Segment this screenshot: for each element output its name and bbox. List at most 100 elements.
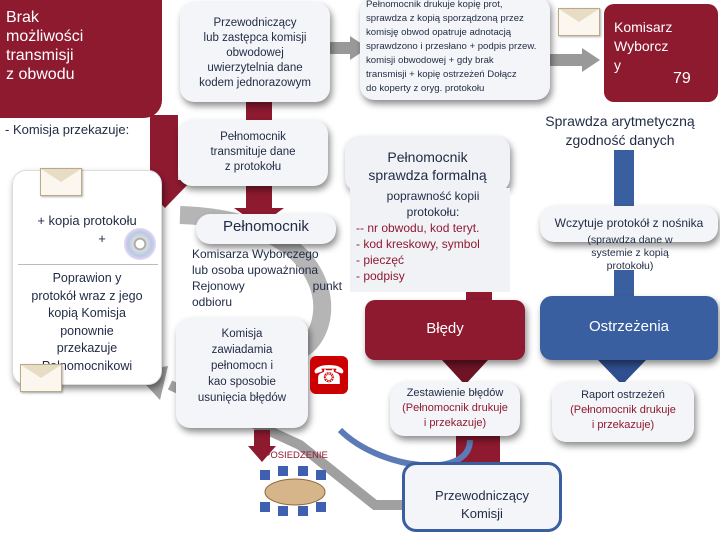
box-line: i przekazuje) — [591, 419, 655, 431]
left-line: + — [98, 231, 106, 246]
left-kopia-text: + kopia protokołu + — [14, 212, 160, 248]
red-corner-line: możliwości — [6, 28, 84, 45]
page-number: 79 — [673, 70, 691, 87]
red-corner-title: Brak możliwości transmisji z obwodu — [6, 8, 83, 84]
komisja-przekazuje-label: - Komisja przekazuje: — [5, 122, 130, 137]
box-line: lub zastępca komisji — [203, 32, 307, 44]
label-line: (sprawdza dane w — [587, 234, 673, 246]
envelope-icon — [20, 364, 62, 392]
box-line: Rejonowy punkt — [192, 278, 342, 294]
box-line: (Pełnomocnik drukuje — [570, 404, 676, 416]
box-ostrzezenia: Ostrzeżenia — [540, 296, 718, 360]
box-line: i przekazuje) — [423, 417, 487, 429]
chair — [298, 506, 308, 516]
box-line: transmisji + kopię ostrzeżeń Dołącz — [366, 69, 517, 80]
box-line: lub osoba upoważniona — [192, 263, 319, 277]
left-line: Poprawion y — [52, 271, 122, 285]
blue-shaft-right2 — [614, 270, 634, 300]
box-left-kopia — [12, 170, 162, 385]
arrowhead-przew-to-pelnomocnik — [350, 36, 368, 60]
box-line: pełnomocn i — [210, 360, 273, 372]
left-line: ponownie — [60, 323, 114, 338]
box-line: Raport ostrzeżeń — [581, 389, 665, 401]
label-line: protokołu) — [606, 260, 654, 272]
sprawdza-arytmetyczna: Sprawdza arytmetyczną zgodność danych — [520, 112, 720, 150]
envelope-icon — [40, 168, 82, 196]
red-corner-line: transmisji — [6, 47, 74, 64]
arrowhead-pelnomocnik-to-komisarz — [582, 48, 600, 72]
box-pelnomocnik-komisarza: Pełnomocnik — [196, 214, 336, 244]
red-corner-line: Brak — [6, 9, 39, 26]
box-line: Komisarza Wyborczego — [192, 247, 319, 261]
box-line: komisję obwod opatruje adnotacją — [366, 27, 512, 38]
box-poprawnosc: poprawność kopii protokołu: -- nr obwodu… — [350, 188, 510, 292]
box-line: Pełnomocnik drukuje kopię prot, — [366, 0, 503, 10]
poprawnosc-line: - kod kreskowy, symbol — [356, 237, 480, 251]
left-line: + kopia protokołu — [37, 213, 137, 228]
komisarz-line: Komisarz — [614, 19, 673, 35]
red-corner-line: z obwodu — [6, 66, 75, 83]
cd-disc-icon — [124, 228, 156, 260]
chair — [298, 466, 308, 476]
poprawnosc-line: protokołu: — [406, 205, 460, 219]
box-raport: Raport ostrzeżeń (Pełnomocnik drukuje i … — [552, 382, 694, 442]
red-arrow-head-posiedzenie — [248, 446, 276, 462]
poprawnosc-line: -- nr obwodu, kod teryt. — [356, 221, 480, 235]
box-line: Komisja — [221, 328, 263, 340]
box-word: punkt — [312, 279, 342, 293]
box-line: usunięcia błędów — [197, 392, 287, 404]
box-line: komisji obwodowej + gdy brak — [366, 55, 494, 66]
chair — [278, 506, 288, 516]
box-line: sprawdza z kopią sporządzoną przez — [366, 13, 524, 24]
box-pelnomocnik-drukuje: Pełnomocnik drukuje kopię prot, sprawdza… — [360, 0, 550, 100]
poprawnosc-line: - pieczęć — [356, 253, 405, 267]
chair — [316, 502, 326, 512]
box-przewodniczacy: Przewodniczący lub zastępca komisji obwo… — [180, 2, 330, 102]
left-line: Pełnomocnikowi — [41, 358, 133, 373]
box-line: Pełnomocnik — [387, 149, 468, 165]
box-line: sprawdzono i przesłano + podpis przew. — [366, 41, 537, 52]
ostrzezenia-label: Ostrzeżenia — [588, 318, 670, 335]
chair — [260, 502, 270, 512]
red-corner-panel: Brak możliwości transmisji z obwodu — [0, 0, 162, 118]
box-line: transmituje dane — [210, 146, 296, 158]
box-line: sprawdza formalną — [368, 167, 487, 183]
pelnomocnik-komisarza-lines: Komisarza Wyborczego lub osoba upoważnio… — [192, 246, 342, 310]
box-pelnomocnik-formalna: Pełnomocnik sprawdza formalną — [345, 136, 510, 192]
label-line: Sprawdza arytmetyczną — [545, 113, 695, 129]
left-line: protokół wraz z jego — [31, 288, 143, 303]
arrow-head-zestawienie — [442, 360, 488, 385]
komisarz-line: y — [614, 57, 621, 73]
komisarz-line: Wyborcz — [614, 38, 669, 54]
arrow-head-raport — [598, 360, 646, 385]
box-przewodniczacy-komisji: Przewodniczący Komisji — [402, 462, 562, 532]
box-line: uwierzytelnia dane — [207, 62, 303, 74]
chair — [316, 470, 326, 480]
left-poprawiony: Poprawion y protokół wraz z jego kopią K… — [14, 270, 160, 375]
box-line: odbioru — [192, 295, 233, 309]
box-line: Pełnomocnik — [220, 131, 286, 143]
left-line: kopią Komisja — [48, 306, 126, 320]
box-bledy: Błędy — [365, 300, 525, 360]
box-line: do koperty z oryg. protokołu — [366, 83, 485, 94]
box-line: kodem jednorazowym — [199, 77, 311, 89]
table-top — [264, 478, 326, 506]
wczytuje-text: Wczytuje protokół z nośnika — [554, 216, 704, 230]
poprawnosc-line: - podpisy — [356, 269, 405, 283]
box-line: obwodowej — [226, 47, 284, 59]
posiedzenie-label: POSIEDZENIE — [264, 450, 328, 461]
label-line: systemie z kopią — [591, 247, 669, 259]
box-line: Zestawienie błędów — [406, 387, 504, 399]
box-line: Przewodniczący — [213, 17, 297, 29]
box-line: z protokołu — [224, 161, 282, 173]
sprawdza-dane: (sprawdza dane w systemie z kopią protok… — [560, 234, 700, 273]
box-title: Pełnomocnik — [223, 218, 309, 235]
left-divider — [18, 264, 158, 265]
box-word: Rejonowy — [192, 279, 245, 293]
box-line: Komisji — [461, 506, 503, 521]
box-pelnomocnik-transmituje: Pełnomocnik transmituje dane z protokołu — [178, 120, 328, 186]
box-komisja-zawiadamia: Komisja zawiadamia pełnomocn i kao sposo… — [176, 318, 308, 428]
box-line: kao sposobie — [208, 376, 276, 388]
left-line: przekazuje — [56, 341, 118, 355]
telephone-icon: ☎ — [310, 356, 348, 394]
